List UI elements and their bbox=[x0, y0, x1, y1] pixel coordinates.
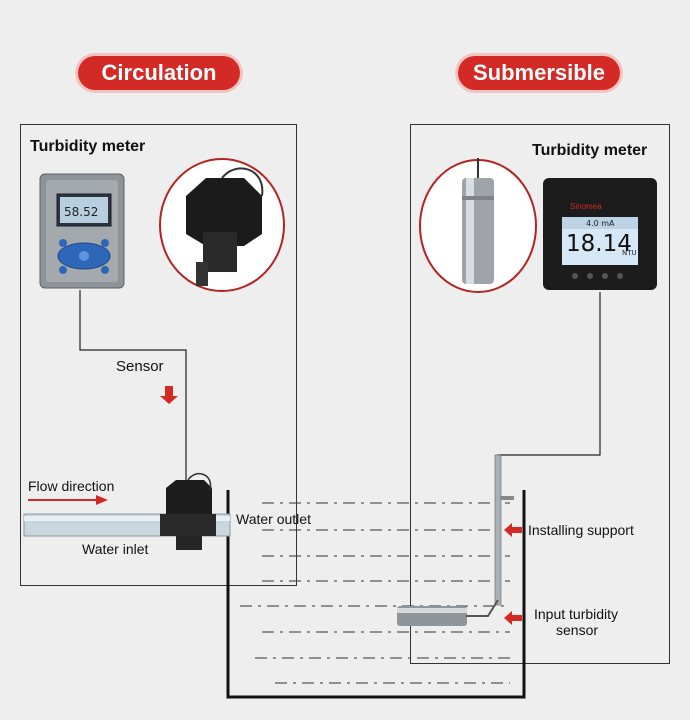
submersible-brand: Sinomea bbox=[570, 202, 602, 211]
circulation-header: Circulation bbox=[78, 56, 240, 90]
installing-support-rod bbox=[494, 454, 514, 606]
submersible-header: Submersible bbox=[458, 56, 620, 90]
installing-support-arrow-icon bbox=[504, 523, 522, 537]
sensor-label: Sensor bbox=[116, 358, 164, 375]
circulation-cable bbox=[79, 290, 187, 486]
submerged-probe bbox=[397, 599, 499, 626]
circulation-title: Turbidity meter bbox=[30, 138, 146, 155]
flow-arrow-icon bbox=[28, 495, 108, 505]
submersible-controller bbox=[543, 178, 657, 290]
water-inlet-label: Water inlet bbox=[82, 541, 149, 557]
input-sensor-label-line1: Input turbidity bbox=[534, 606, 619, 622]
circulation-panel bbox=[20, 124, 297, 586]
circulation-sensor-closeup bbox=[159, 158, 285, 292]
circulation-lcd-reading: 58.52 bbox=[64, 205, 99, 219]
submersible-probe-closeup bbox=[419, 158, 537, 293]
input-sensor-label-line2: sensor bbox=[556, 622, 599, 638]
submersible-title: Turbidity meter bbox=[532, 142, 648, 159]
submersible-lcd-value: 18.14 bbox=[566, 231, 632, 257]
circulation-controller bbox=[39, 173, 125, 289]
submersible-lcd-unit: NTU bbox=[622, 249, 637, 257]
water-tank bbox=[226, 490, 526, 699]
sensor-arrow-icon bbox=[160, 386, 178, 404]
inline-sensor bbox=[160, 472, 216, 550]
water-surface-lines bbox=[240, 502, 510, 684]
submersible-lcd-current: 4.0 mA bbox=[586, 219, 615, 228]
input-sensor-arrow-icon bbox=[504, 611, 522, 625]
installing-support-label: Installing support bbox=[528, 522, 634, 538]
submersible-panel bbox=[410, 124, 670, 664]
flow-direction-label: Flow direction bbox=[28, 478, 115, 494]
water-outlet-label: Water outlet bbox=[236, 511, 311, 527]
submersible-cable bbox=[466, 292, 601, 617]
